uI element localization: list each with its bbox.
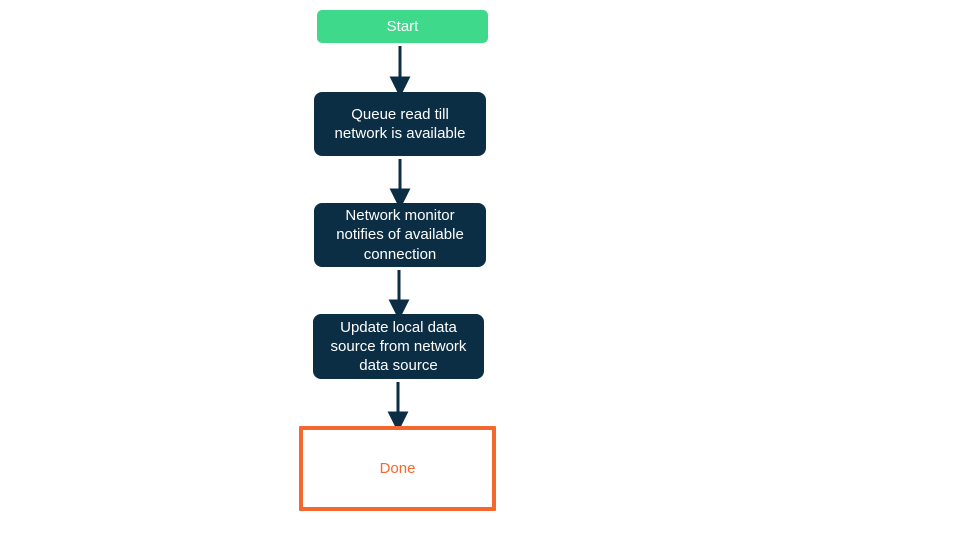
node-network-monitor-label: Network monitor notifies of available co… — [336, 207, 464, 263]
node-done[interactable]: Done — [299, 426, 496, 511]
node-done-label: Done — [379, 459, 416, 477]
node-start-label: Start — [386, 17, 419, 35]
node-queue-read[interactable]: Queue read till network is available — [314, 92, 486, 156]
node-update-local[interactable]: Update local data source from network da… — [313, 314, 484, 379]
node-queue-read-label: Queue read till network is available — [334, 105, 466, 142]
node-update-local-label: Update local data source from network da… — [330, 318, 467, 375]
node-start[interactable]: Start — [317, 10, 488, 43]
node-network-monitor[interactable]: Network monitor notifies of available co… — [314, 203, 486, 267]
